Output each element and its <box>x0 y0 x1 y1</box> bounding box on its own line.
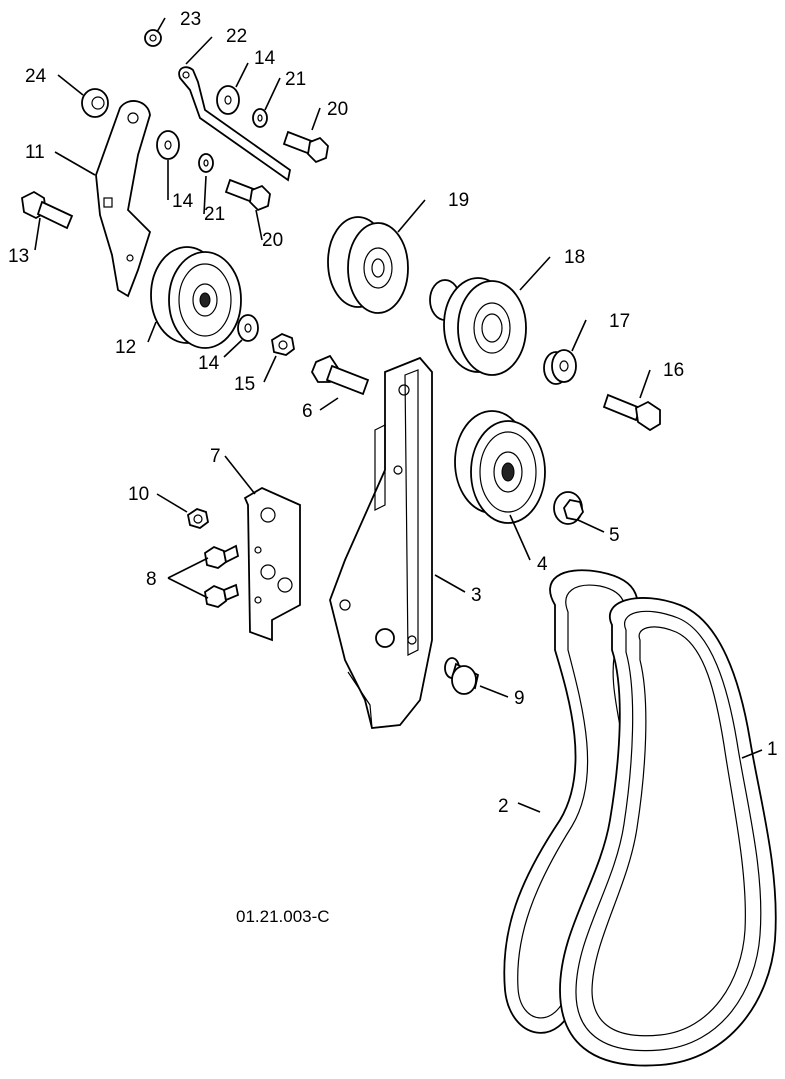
callout-10: 10 <box>128 484 149 505</box>
callout-4: 4 <box>537 554 548 575</box>
arm-bracket-11 <box>95 100 152 298</box>
drawing-code: 01.21.003-C <box>236 907 330 926</box>
callout-21a: 21 <box>285 69 306 90</box>
callout-6: 6 <box>302 401 313 422</box>
callout-15: 15 <box>234 374 255 395</box>
pulley-18 <box>429 277 527 376</box>
callout-7: 7 <box>210 446 221 467</box>
washers-14 <box>156 85 259 342</box>
rod-22 <box>178 66 291 182</box>
callout-24: 24 <box>25 66 47 87</box>
nut-15 <box>271 332 295 356</box>
callout-2: 2 <box>498 796 509 817</box>
bolt-9 <box>444 657 480 695</box>
pulley-4 <box>454 410 546 524</box>
bolt-16 <box>602 393 661 432</box>
callout-18: 18 <box>564 247 585 268</box>
idler-bracket-3 <box>329 356 433 729</box>
pulley-19 <box>327 216 409 314</box>
spacer-17 <box>543 349 577 385</box>
callout-19: 19 <box>448 190 469 211</box>
callout-21b: 21 <box>204 204 225 225</box>
callout-16: 16 <box>663 360 684 381</box>
callout-23: 23 <box>180 9 201 30</box>
bolt-13 <box>21 190 74 230</box>
mounting-plate-7 <box>243 486 301 642</box>
callout-14c: 14 <box>198 353 220 374</box>
flange-nut-5 <box>553 491 584 525</box>
pulley-12 <box>150 246 242 349</box>
callout-13: 13 <box>8 246 29 267</box>
callout-11: 11 <box>25 142 45 163</box>
lock-washers-21 <box>198 108 268 173</box>
callout-17: 17 <box>609 311 630 332</box>
callout-22: 22 <box>226 26 247 47</box>
callout-12: 12 <box>115 337 136 358</box>
callout-1: 1 <box>767 739 778 760</box>
callout-9: 9 <box>514 688 525 709</box>
callout-20a: 20 <box>327 99 348 120</box>
star-washer-23 <box>144 29 162 47</box>
callout-14b: 14 <box>172 191 194 212</box>
belt-1 <box>559 597 777 1067</box>
bolts-20 <box>224 130 329 212</box>
callout-5: 5 <box>609 525 620 546</box>
callout-8: 8 <box>146 569 157 590</box>
bushing-24 <box>81 88 109 118</box>
callout-3: 3 <box>471 585 482 606</box>
leader-lines <box>34 17 763 813</box>
bolts-8 <box>204 544 240 608</box>
callout-14a: 14 <box>254 48 276 69</box>
bolt-6 <box>310 354 370 396</box>
callout-20b: 20 <box>262 230 283 251</box>
callout-labels: 1 2 3 4 5 6 7 8 9 10 11 12 13 14 14 14 1… <box>8 9 778 817</box>
nut-10 <box>186 508 209 529</box>
